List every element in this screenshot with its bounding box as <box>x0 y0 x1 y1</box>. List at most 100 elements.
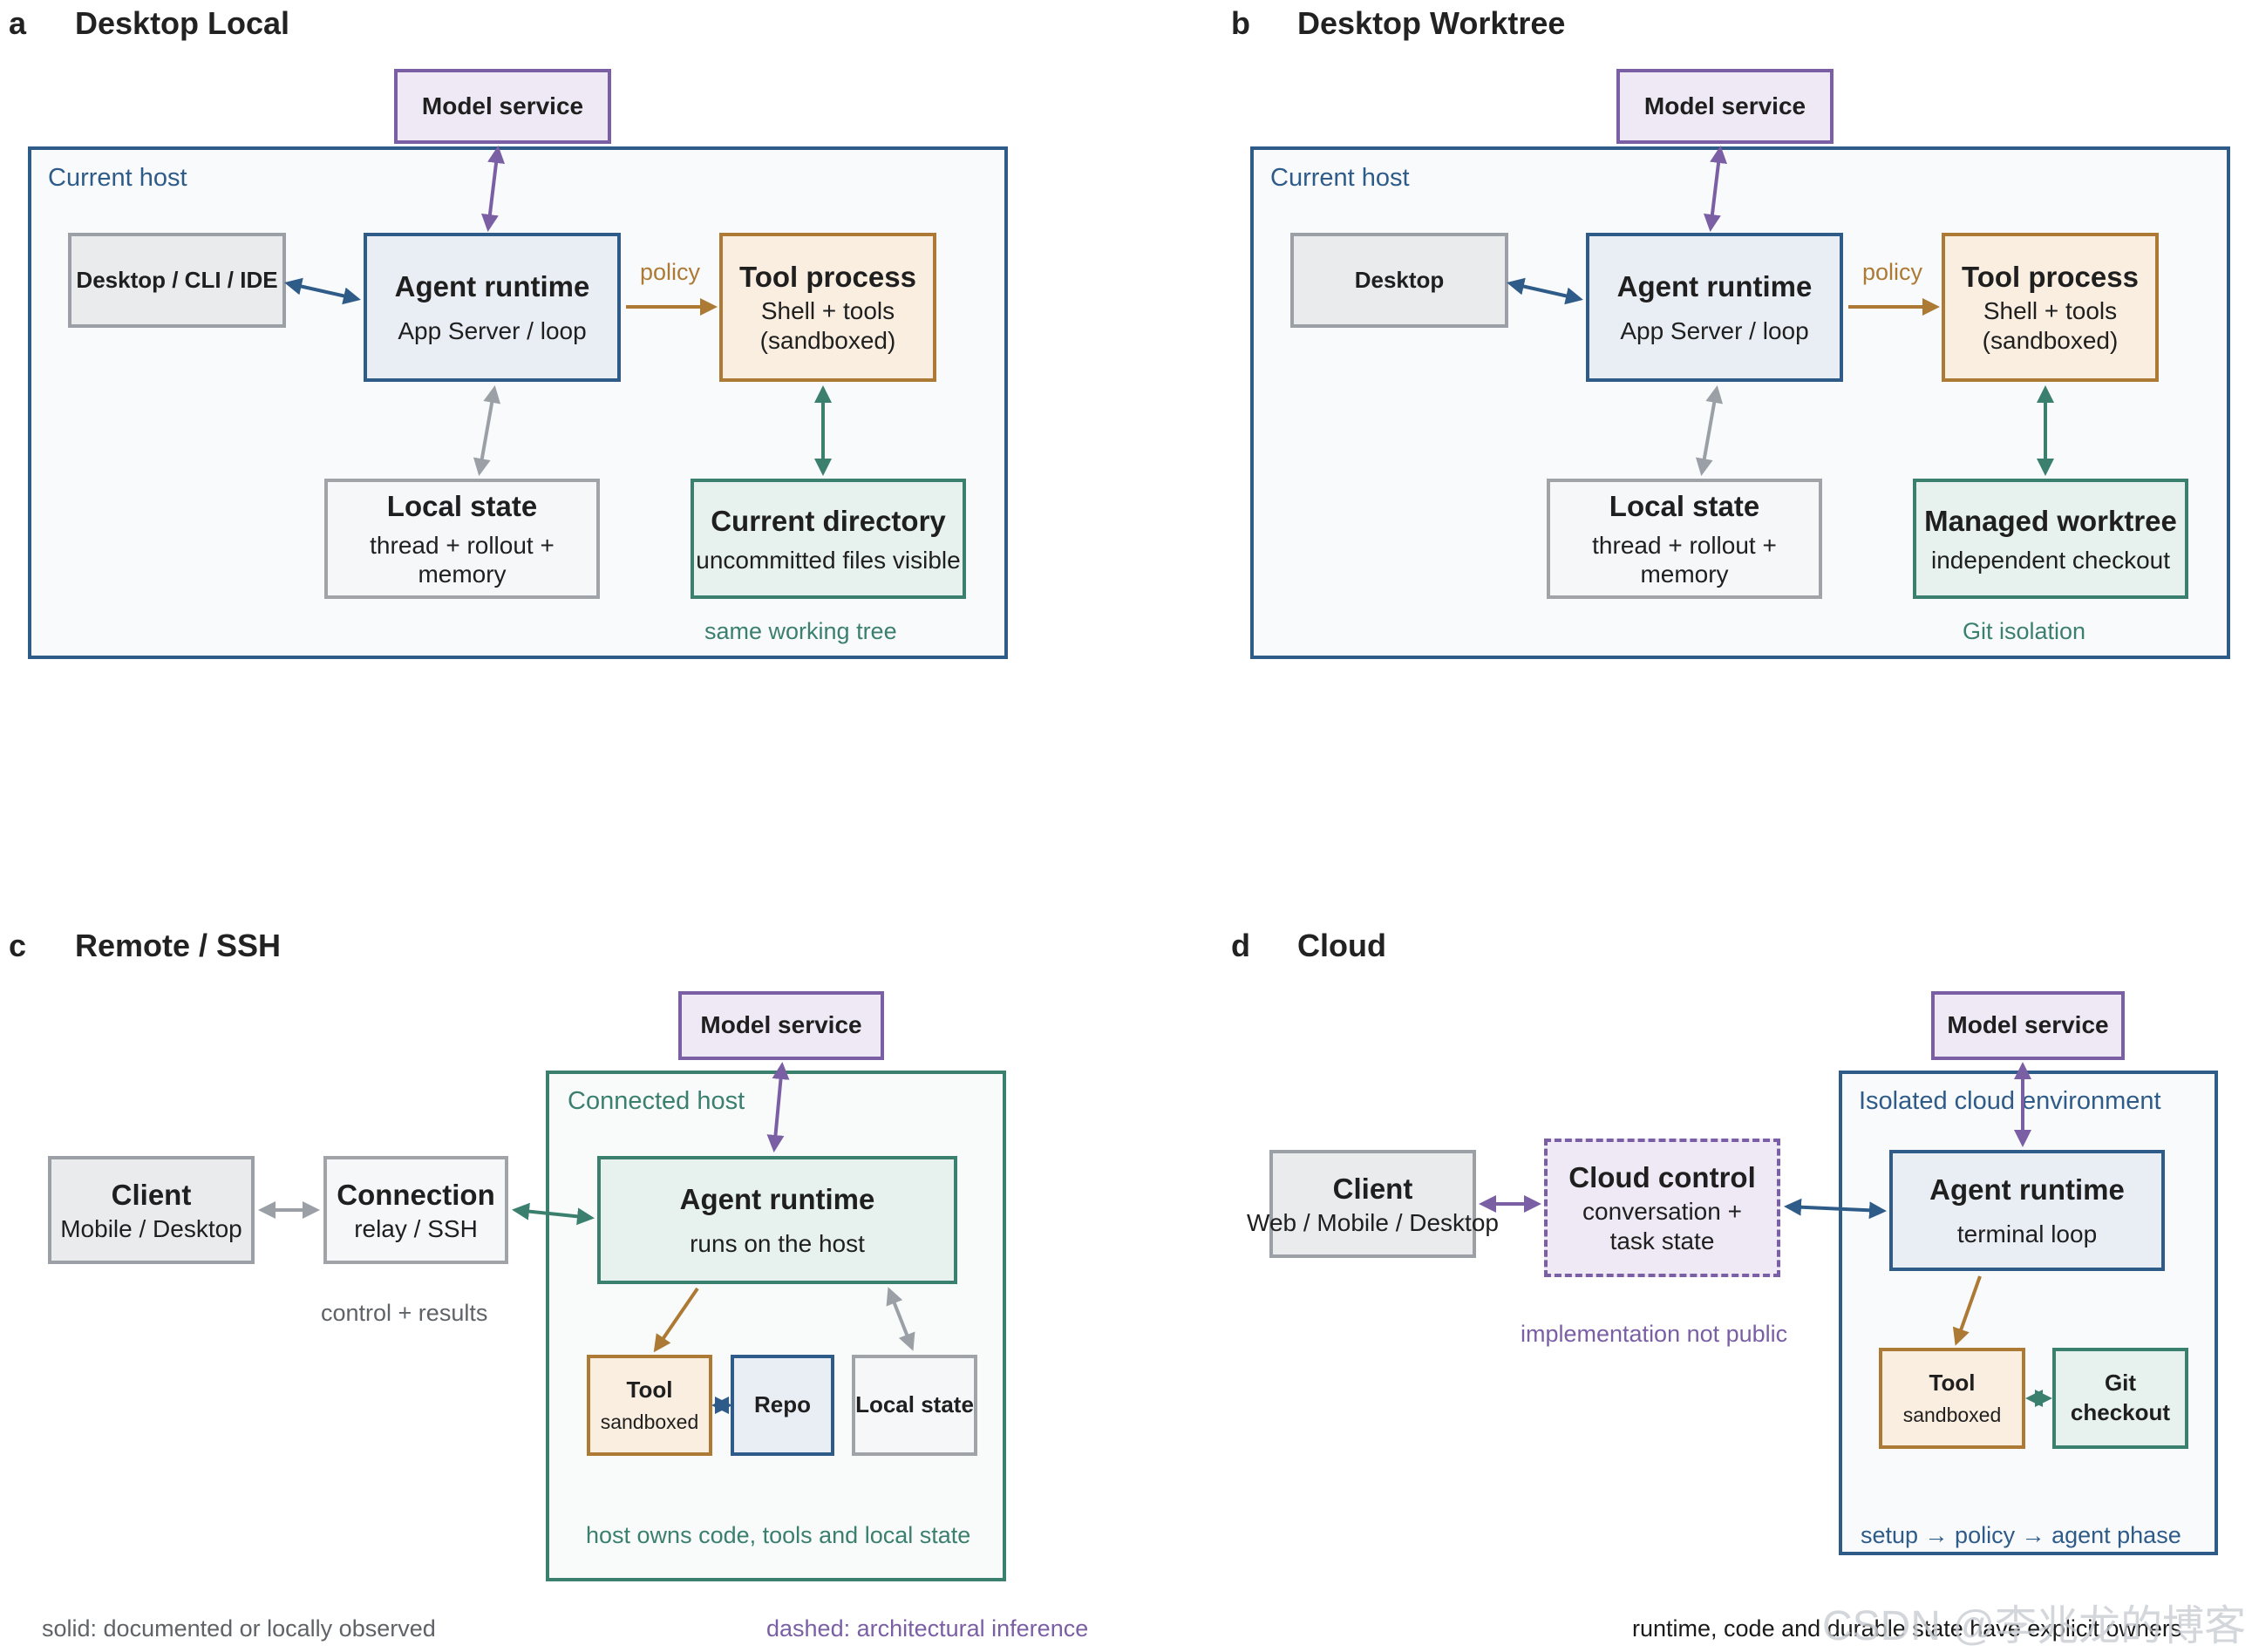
panel-c-repo-label: Repo <box>754 1391 811 1418</box>
panel-a-host-label: Current host <box>48 164 187 192</box>
panel-b-local-state: Local state thread + rollout + memory <box>1547 479 1822 599</box>
panel-a-title: Desktop Local <box>75 5 290 41</box>
panel-c-conn-sub: relay / SSH <box>354 1214 478 1242</box>
panel-a-state-title: Local state <box>386 489 538 522</box>
panel-c-host-label: Connected host <box>568 1087 745 1115</box>
panel-d-git-line1: Git <box>2104 1370 2137 1397</box>
panel-c-runtime-sub: runs on the host <box>690 1230 865 1258</box>
panel-d-tool-box: Tool sandboxed <box>1879 1348 2025 1449</box>
panel-b-model-service: Model service <box>1616 69 1834 144</box>
panel-d-git-line2: checkout <box>2070 1399 2171 1425</box>
panel-a-state-sub: thread + rollout + memory <box>370 531 554 588</box>
panel-c-tool-sub: sandboxed <box>600 1411 699 1434</box>
arrow-d-cloud-runtime <box>1784 1198 1887 1220</box>
panel-a-policy-label: policy <box>640 259 701 285</box>
panel-b-agent-runtime: Agent runtime App Server / loop <box>1586 233 1843 382</box>
arrow-c-runtime-localstate <box>886 1287 915 1351</box>
panel-b-tool-title: Tool process <box>1962 261 2139 294</box>
panel-d-tool-title: Tool <box>1929 1370 1976 1397</box>
arrow-c-model-runtime <box>766 1062 790 1152</box>
panel-b-tool-process: Tool process Shell + tools (sandboxed) <box>1942 233 2159 382</box>
panel-a-client-label: Desktop / CLI / IDE <box>76 266 278 293</box>
panel-b-tool-line1: Shell + tools <box>1983 297 2118 325</box>
arrow-b-client-runtime <box>1507 277 1583 305</box>
arrow-a-runtime-state <box>473 385 501 476</box>
footer-solid-legend: solid: documented or locally observed <box>42 1615 436 1642</box>
panel-b-state-title: Local state <box>1609 489 1760 522</box>
panel-c-model-service-label: Model service <box>700 1011 862 1039</box>
arrow-d-runtime-tool <box>1952 1275 1982 1346</box>
panel-b-runtime-title: Agent runtime <box>1616 270 1813 303</box>
panel-d-runtime-title: Agent runtime <box>1929 1173 2125 1207</box>
panel-a-model-service: Model service <box>394 69 611 144</box>
panel-d-git-box: Git checkout <box>2052 1348 2188 1449</box>
panel-b-wt-sub: independent checkout <box>1931 546 2170 574</box>
panel-b-runtime-sub: App Server / loop <box>1620 317 1809 345</box>
panel-d-note: setup → policy → agent phase <box>1861 1522 2181 1548</box>
panel-a-local-state: Local state thread + rollout + memory <box>324 479 600 599</box>
panel-c-conn-title: Connection <box>337 1178 495 1211</box>
panel-a-tool-title: Tool process <box>739 261 916 294</box>
arrow-b-model-runtime <box>1703 146 1728 232</box>
footer-dashed-legend: dashed: architectural inference <box>766 1615 1089 1642</box>
panel-d-cloud-control: Cloud control conversation + task state <box>1544 1139 1780 1277</box>
panel-c-local-state-label: Local state <box>855 1391 974 1418</box>
panel-d-cloud-line1: conversation + <box>1582 1198 1742 1226</box>
panel-c-client-title: Client <box>111 1178 192 1211</box>
panel-a-dir-title: Current directory <box>711 504 946 537</box>
panel-b-client-label: Desktop <box>1354 266 1445 293</box>
panel-d-runtime-sub: terminal loop <box>1956 1220 2098 1248</box>
panel-a-tool-line2: (sandboxed) <box>759 326 896 354</box>
panel-c-client-box: Client Mobile / Desktop <box>48 1156 255 1264</box>
panel-d-model-service: Model service <box>1931 991 2125 1060</box>
panel-c-local-state-box: Local state <box>852 1355 977 1456</box>
panel-a-runtime-sub: App Server / loop <box>398 317 587 345</box>
panel-a-tool-line1: Shell + tools <box>760 297 895 325</box>
panel-b-client-box: Desktop <box>1290 233 1508 328</box>
panel-a-tool-process: Tool process Shell + tools (sandboxed) <box>719 233 936 382</box>
panel-c-repo-box: Repo <box>731 1355 834 1456</box>
panel-a-agent-runtime: Agent runtime App Server / loop <box>364 233 621 382</box>
panel-c-runtime-title: Agent runtime <box>679 1183 875 1216</box>
panel-b-title: Desktop Worktree <box>1297 5 1566 41</box>
panel-b-model-service-label: Model service <box>1643 92 1806 119</box>
panel-b-host-label: Current host <box>1270 164 1410 192</box>
arrow-c-connection-runtime <box>512 1202 595 1226</box>
panel-c-connected-host-frame <box>546 1071 1006 1581</box>
panel-d-title: Cloud <box>1297 928 1386 963</box>
panel-c-tool-box: Tool sandboxed <box>587 1355 712 1456</box>
arrow-c-runtime-tool <box>653 1287 699 1353</box>
panel-c-letter: c <box>9 928 27 963</box>
panel-c-client-sub: Mobile / Desktop <box>60 1214 242 1242</box>
panel-b-note: Git isolation <box>1963 618 2086 644</box>
panel-c-tool-title: Tool <box>626 1377 673 1404</box>
arrow-b-runtime-state <box>1695 385 1724 476</box>
panel-d-letter: d <box>1231 928 1250 963</box>
panel-b-state-sub: thread + rollout + memory <box>1592 531 1777 588</box>
panel-d-model-service-label: Model service <box>1947 1011 2109 1039</box>
panel-c-model-service: Model service <box>678 991 884 1060</box>
panel-a-model-service-label: Model service <box>421 92 584 119</box>
panel-d-cloud-title: Cloud control <box>1568 1161 1756 1194</box>
panel-a-note: same working tree <box>704 618 897 644</box>
panel-d-cloud-line2: task state <box>1609 1227 1715 1254</box>
panel-c-title: Remote / SSH <box>75 928 282 963</box>
arrow-a-client-runtime <box>284 277 361 305</box>
panel-a-runtime-title: Agent runtime <box>394 270 590 303</box>
panel-c-agent-runtime: Agent runtime runs on the host <box>597 1156 957 1284</box>
panel-d-env-label: Isolated cloud environment <box>1859 1087 2161 1115</box>
panel-b-tool-line2: (sandboxed) <box>1982 326 2119 354</box>
panel-d-cloud-note: implementation not public <box>1521 1321 1788 1347</box>
panel-a-dir-sub: uncommitted files visible <box>696 546 961 574</box>
arrow-a-model-runtime <box>480 146 506 232</box>
panel-c-connection-box: Connection relay / SSH <box>323 1156 508 1264</box>
panel-b-policy-label: policy <box>1862 259 1923 285</box>
panel-d-client-box: Client Web / Mobile / Desktop <box>1247 1150 1499 1258</box>
panel-a-letter: a <box>9 5 27 41</box>
panel-d-tool-sub: sandboxed <box>1902 1404 2002 1427</box>
panel-c-note: host owns code, tools and local state <box>586 1522 971 1548</box>
panel-d-agent-runtime: Agent runtime terminal loop <box>1889 1150 2165 1271</box>
panel-a-current-directory: Current directory uncommitted files visi… <box>691 479 966 599</box>
